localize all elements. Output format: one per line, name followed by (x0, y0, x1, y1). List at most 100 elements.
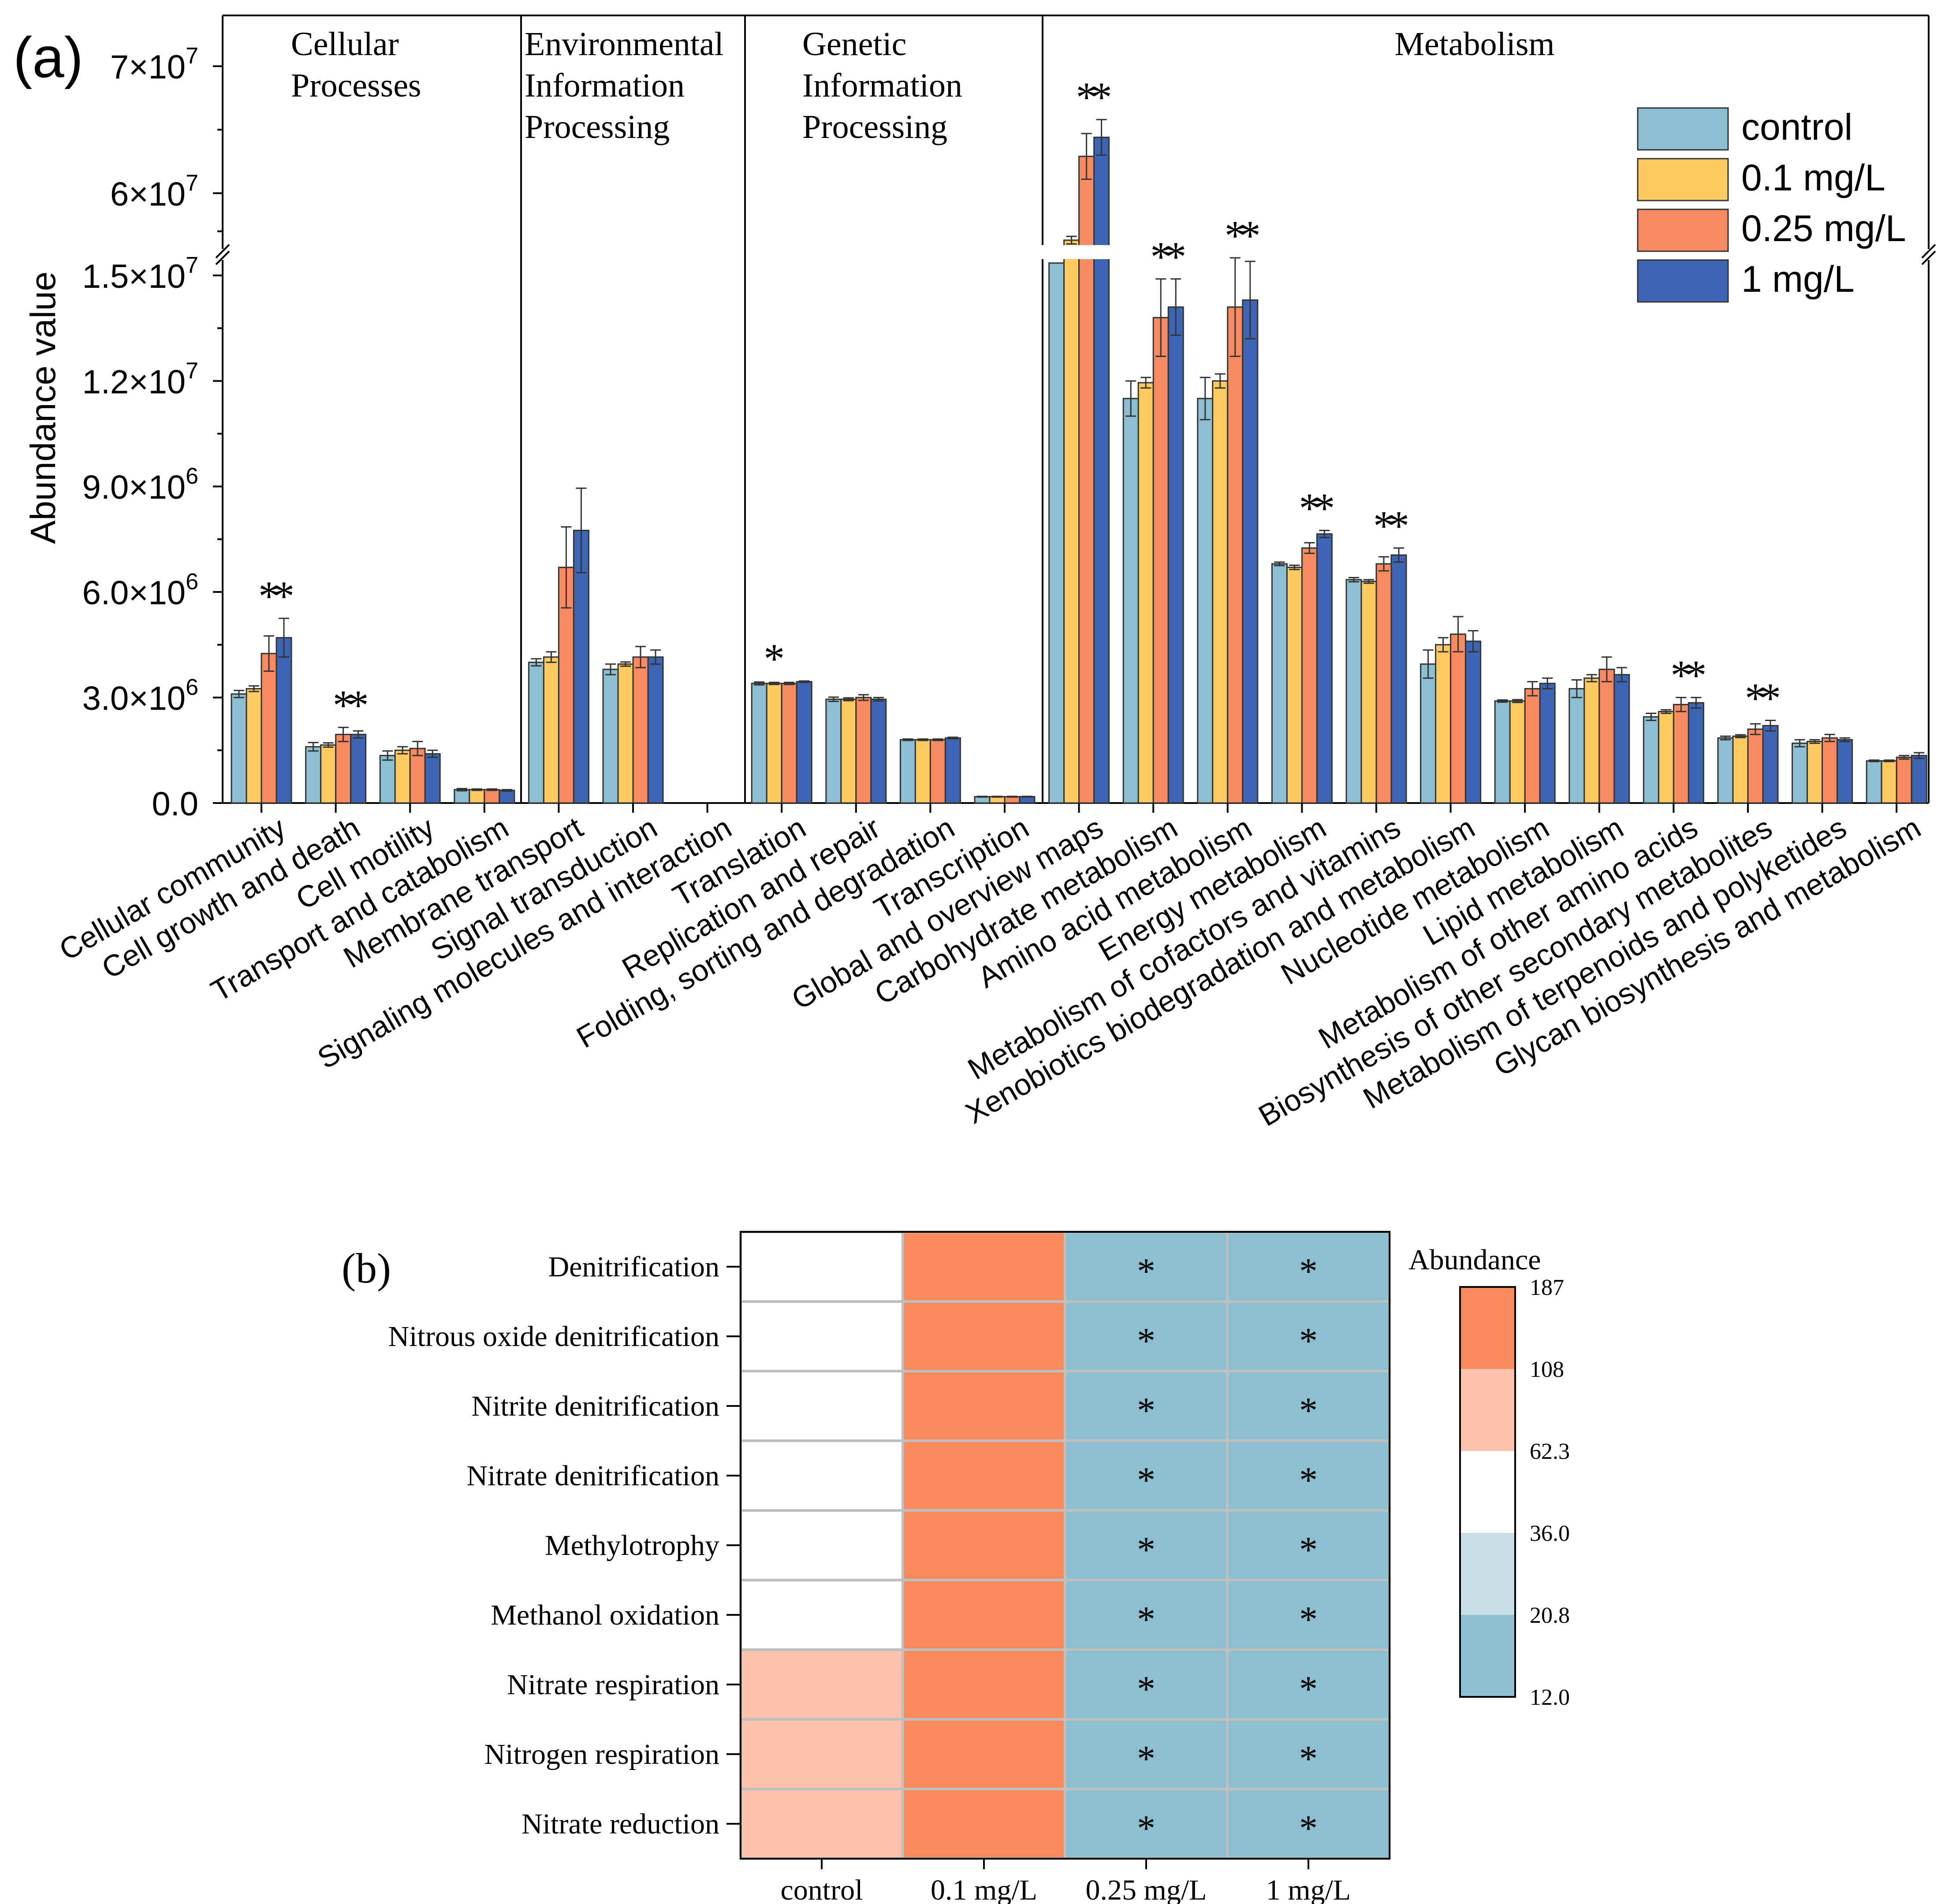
heatmap-star: * (1299, 1808, 1318, 1849)
bar (1197, 398, 1214, 804)
significance-star: * (1165, 233, 1186, 280)
heatmap-cell (739, 1300, 904, 1372)
group-label: Metabolism (1394, 26, 1554, 63)
legend-label: 0.25 mg/L (1741, 208, 1906, 249)
break-mark-left (215, 250, 230, 265)
colorbar-segment (1460, 1451, 1515, 1533)
y-tick-label: 9.0×106 (82, 464, 199, 506)
bar (825, 699, 842, 804)
bar (1792, 742, 1808, 804)
heatmap-row-label: Methylotrophy (545, 1529, 719, 1562)
heatmap-cell (1226, 1439, 1391, 1512)
break-mark-right (1921, 244, 1936, 259)
heatmap-column-label: 0.25 mg/L (1086, 1874, 1207, 1904)
bar (602, 669, 619, 804)
significance-star: * (1670, 652, 1691, 699)
heatmap-cell (739, 1718, 904, 1790)
group-label-line: Processing (525, 108, 670, 145)
heatmap-row-label: Methanol oxidation (491, 1599, 719, 1631)
bar (335, 733, 352, 804)
heatmap-row-label: Denitrification (548, 1251, 719, 1283)
significance-star: * (333, 681, 354, 729)
group-label-line: Processing (802, 108, 947, 145)
y-tick-base: 6.0×10 (82, 574, 186, 612)
bar (1227, 306, 1244, 804)
significance-star: * (1314, 485, 1335, 532)
bar (320, 744, 337, 804)
heatmap-star: * (1299, 1320, 1318, 1361)
bar (1643, 716, 1659, 804)
heatmap-star: * (1137, 1460, 1155, 1501)
y-tick-exponent: 7 (186, 43, 198, 69)
significance-star: * (1745, 674, 1766, 721)
heatmap-row-label: Nitrate reduction (522, 1808, 719, 1840)
colorbar-segment (1460, 1369, 1515, 1451)
bar (1316, 533, 1333, 804)
colorbar-label: 108 (1530, 1357, 1564, 1382)
y-tick-label: 0.0 (152, 785, 198, 823)
bar (870, 699, 887, 804)
bar (543, 656, 559, 804)
legend-label: control (1741, 106, 1852, 148)
heatmap-star: * (1137, 1808, 1155, 1849)
heatmap-cell (739, 1231, 904, 1303)
heatmap-cell (902, 1648, 1066, 1721)
heatmap-star: * (1137, 1529, 1155, 1570)
heatmap-cell (1226, 1579, 1391, 1651)
bar (1420, 663, 1437, 804)
bar (617, 663, 634, 804)
heatmap-star: * (1299, 1599, 1318, 1640)
significance-star: * (1388, 502, 1409, 549)
colorbar-title: Abundance (1408, 1244, 1541, 1276)
bar (1822, 737, 1838, 804)
heatmap-column-label: control (781, 1874, 863, 1904)
bar (1613, 674, 1630, 804)
colorbar-label: 12.0 (1530, 1685, 1570, 1710)
bar (1866, 760, 1882, 804)
y-tick-label: 1.2×107 (82, 358, 199, 401)
heatmap-star: * (1299, 1529, 1318, 1570)
heatmap-star: * (1137, 1390, 1155, 1431)
heatmap-cell (1064, 1648, 1229, 1721)
y-tick-base: 3.0×10 (82, 680, 186, 718)
bar (276, 637, 292, 804)
y-tick-exponent: 7 (186, 253, 198, 278)
group-label-line: Metabolism (1394, 26, 1554, 63)
bar (1375, 563, 1392, 804)
error-bars (234, 119, 1925, 813)
significance-star: * (1685, 652, 1706, 699)
bar (1568, 688, 1585, 804)
significance-star: * (1760, 674, 1781, 721)
bar (1048, 262, 1065, 804)
y-tick-base: 6×10 (110, 175, 186, 213)
y-tick-base: 7×10 (110, 48, 186, 86)
y-tick-base: 0.0 (152, 785, 198, 823)
heatmap-significance: ****************** (1137, 1251, 1318, 1849)
colorbar-label: 20.8 (1530, 1603, 1570, 1628)
heatmap-star: * (1137, 1599, 1155, 1640)
group-label-line: Information (802, 67, 962, 104)
legend-swatch (1637, 158, 1729, 201)
panel-a-label: (a) (13, 25, 83, 89)
colorbar-label: 36.0 (1530, 1521, 1570, 1546)
significance-star: * (258, 573, 279, 620)
bar (1524, 688, 1541, 804)
group-label-line: Processes (291, 67, 421, 104)
heatmap-star: * (1137, 1320, 1155, 1361)
colorbar-segment (1460, 1533, 1515, 1615)
legend-swatch (1637, 259, 1729, 303)
bar (751, 683, 767, 804)
heatmap-cell (902, 1439, 1066, 1512)
significance-star: * (764, 635, 785, 682)
heatmap-column-label: 1 mg/L (1266, 1874, 1351, 1904)
bar (1122, 398, 1139, 804)
heatmap-star: * (1299, 1390, 1318, 1431)
significance-star: * (1299, 485, 1320, 532)
heatmap-star: * (1137, 1738, 1155, 1779)
group-label-line: Genetic (802, 26, 906, 63)
